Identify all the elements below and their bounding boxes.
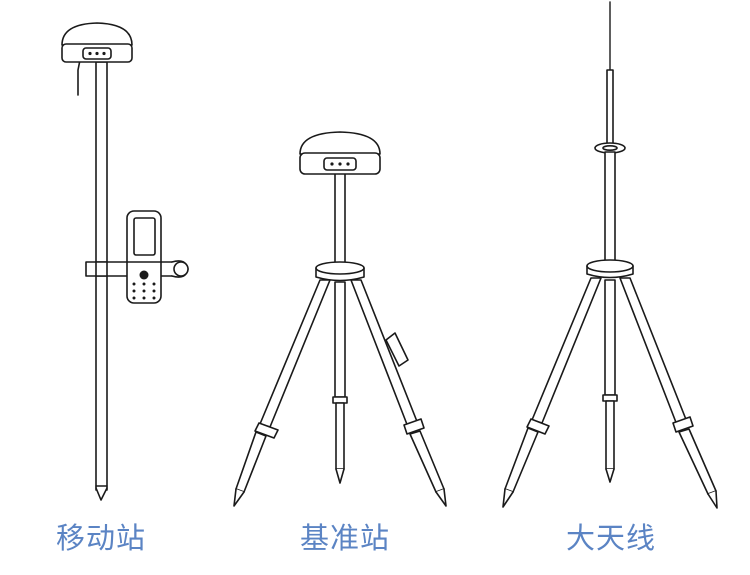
base-tripod-leg-left <box>233 279 331 507</box>
base-tripod-head <box>315 261 365 282</box>
antenna-tripod-leg-center <box>602 279 618 483</box>
base-tripod-leg-center <box>332 281 348 484</box>
caption-base-station: 基准站 <box>299 521 390 555</box>
antenna-tripod-head <box>586 259 634 279</box>
caption-rover: 移动站 <box>55 521 146 555</box>
rover-gnss-receiver <box>61 22 133 63</box>
base-tripod-leg-right <box>350 279 447 507</box>
rover-figure <box>61 22 189 501</box>
antenna-upper-rod <box>606 69 614 146</box>
base-leg-box <box>385 332 409 367</box>
base-figure <box>233 131 447 507</box>
rover-handheld-controller <box>126 210 162 304</box>
rover-pole-tip <box>95 487 108 501</box>
base-gnss-receiver <box>299 131 381 175</box>
antenna-tripod-leg-left <box>502 277 602 508</box>
base-mast <box>334 172 346 269</box>
antenna-mast <box>604 151 616 267</box>
rover-cable <box>77 59 81 96</box>
antenna-tripod-leg-right <box>619 277 718 509</box>
caption-large-antenna: 大天线 <box>565 521 656 555</box>
antenna-figure <box>502 1 718 509</box>
